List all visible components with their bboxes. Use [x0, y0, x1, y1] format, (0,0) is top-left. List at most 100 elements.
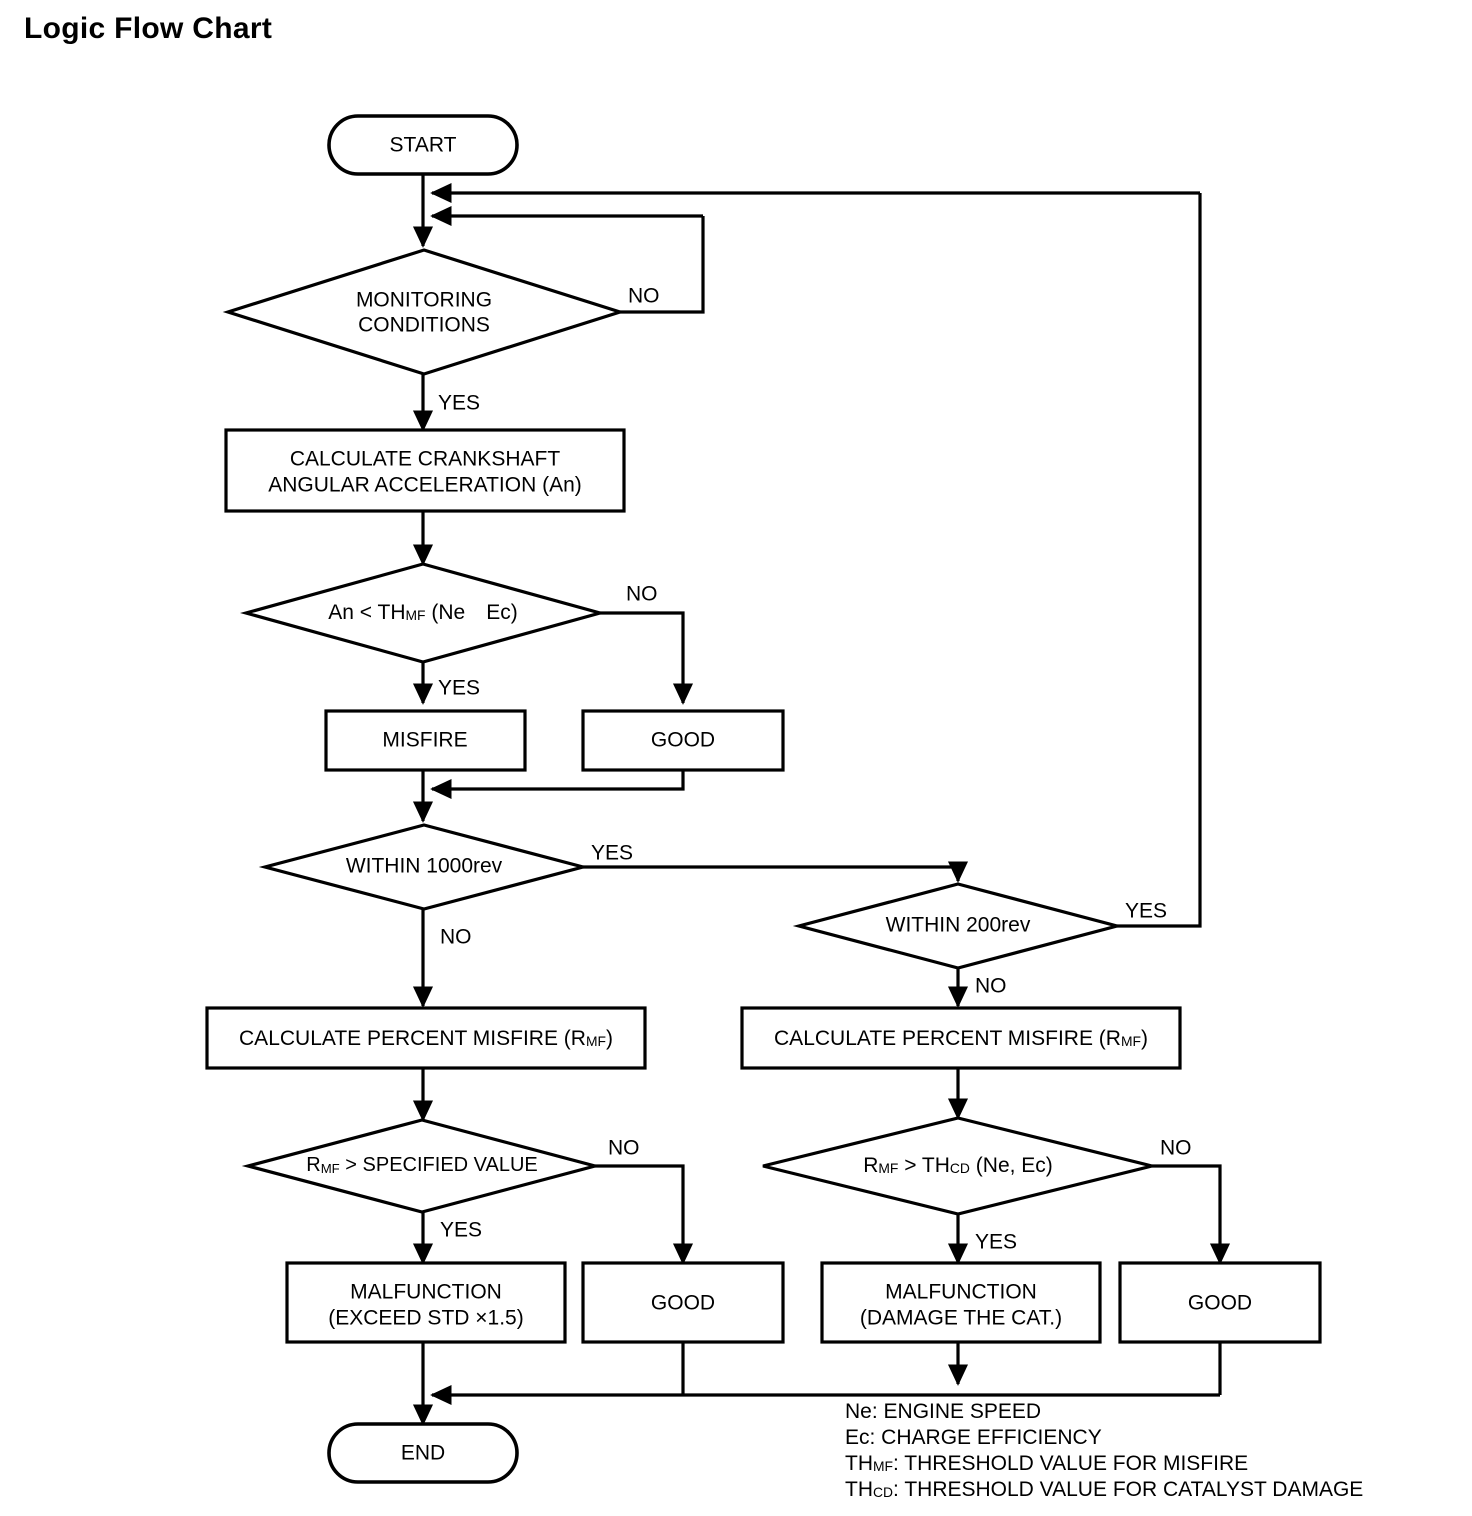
edge-label-rmfspec-yes: YES — [440, 1219, 482, 1242]
malfunction-exceed-std-line2: (EXCEED STD ×1.5) — [328, 1307, 523, 1330]
node-good-1[interactable]: GOOD — [581, 709, 785, 772]
edge-anlt-no — [600, 611, 694, 705]
edge-label-within200-no: NO — [975, 975, 1007, 998]
edge-within1000-yes — [583, 861, 969, 883]
rmf-gt-specified-label: RMF > SPECIFIED VALUE — [306, 1154, 538, 1176]
rmf-gt-thcd-label: RMF > THCD (Ne, Ec) — [863, 1154, 1053, 1177]
node-calculate-angular-acceleration[interactable]: CALCULATE CRANKSHAFT ANGULAR ACCELERATIO… — [224, 428, 626, 513]
an-lt-thmf-diamond — [240, 562, 606, 664]
edge-rmfspec-no — [595, 1164, 694, 1265]
node-malfunction-damage-cat[interactable]: MALFUNCTION (DAMAGE THE CAT.) — [820, 1261, 1102, 1344]
node-end[interactable]: END — [327, 1422, 519, 1484]
good-2-label: GOOD — [651, 1292, 715, 1315]
node-monitoring-conditions[interactable]: MONITORING CONDITIONS — [222, 248, 626, 376]
within-200rev-label: WITHIN 200rev — [886, 914, 1031, 937]
legend-line-4: THCD: THRESHOLD VALUE FOR CATALYST DAMAG… — [845, 1478, 1363, 1501]
good-1-box — [581, 709, 785, 772]
start-label: START — [390, 134, 457, 157]
malfunction-exceed-std-box — [285, 1261, 567, 1344]
an-lt-thmf-label-post: (Ne Ec) — [426, 601, 518, 624]
edge-label-layer: NO YES NO YES YES NO YES NO NO YES NO YE… — [438, 285, 1192, 1254]
legend-line-3: THMF: THRESHOLD VALUE FOR MISFIRE — [845, 1452, 1248, 1475]
legend-1-pre: Ne — [845, 1400, 872, 1423]
edge-label-rmfthcd-yes: YES — [975, 1231, 1017, 1254]
legend-4-sub: CD — [873, 1484, 893, 1500]
node-malfunction-exceed-std[interactable]: MALFUNCTION (EXCEED STD ×1.5) — [285, 1261, 567, 1344]
an-lt-thmf-label-pre: An < TH — [328, 601, 405, 624]
calc-percent-misfire-right-box — [740, 1006, 1182, 1070]
malfunction-damage-cat-line1: MALFUNCTION — [885, 1281, 1037, 1304]
malfunction-damage-cat-line2: (DAMAGE THE CAT.) — [860, 1307, 1062, 1330]
within-200rev-diamond — [792, 882, 1124, 970]
calc-pct-right-sub: MF — [1121, 1033, 1141, 1049]
malfunction-exceed-std-line1: MALFUNCTION — [350, 1281, 502, 1304]
start-terminator-shape — [327, 114, 519, 176]
calc-pct-left-pre: CALCULATE PERCENT MISFIRE (R — [239, 1027, 586, 1050]
node-good-3[interactable]: GOOD — [1118, 1261, 1322, 1344]
legend-3-post: : THRESHOLD VALUE FOR MISFIRE — [893, 1452, 1248, 1475]
edge-label-anlt-yes: YES — [438, 677, 480, 700]
rmf-gt-specified-diamond — [241, 1118, 602, 1214]
node-within-1000rev[interactable]: WITHIN 1000rev — [258, 823, 590, 911]
edge-good1-merge — [430, 770, 685, 800]
rmf-spec-sub: MF — [321, 1161, 340, 1176]
edge-label-moncond-yes: YES — [438, 392, 480, 415]
edge-label-moncond-no: NO — [628, 285, 660, 308]
node-calculate-percent-misfire-right[interactable]: CALCULATE PERCENT MISFIRE (RMF) — [740, 1006, 1182, 1070]
node-good-2[interactable]: GOOD — [581, 1261, 785, 1344]
node-calculate-percent-misfire-left[interactable]: CALCULATE PERCENT MISFIRE (RMF) — [205, 1006, 647, 1070]
edge-label-anlt-no: NO — [626, 583, 658, 606]
legend-2-post: : CHARGE EFFICIENCY — [870, 1426, 1102, 1449]
good-3-box — [1118, 1261, 1322, 1344]
node-an-lt-thmf[interactable]: An < THMF (Ne Ec) — [240, 562, 606, 664]
edge-label-within1000-yes: YES — [591, 842, 633, 865]
within-1000rev-label: WITHIN 1000rev — [346, 855, 503, 878]
connector-layer — [412, 174, 1231, 1426]
calc-angular-acceleration-line1: CALCULATE CRANKSHAFT — [290, 448, 560, 471]
rmf-gt-thcd-diamond — [762, 1116, 1153, 1216]
calc-pct-right-post: ) — [1141, 1027, 1148, 1050]
legend-1-post: : ENGINE SPEED — [872, 1400, 1041, 1423]
rmf-thcd-pre: R — [863, 1154, 878, 1177]
edge-label-within200-yes: YES — [1125, 900, 1167, 923]
monitoring-conditions-label-line2: CONDITIONS — [358, 314, 490, 337]
end-label: END — [401, 1442, 445, 1465]
misfire-label: MISFIRE — [382, 729, 467, 752]
legend: Ne: ENGINE SPEED Ec: CHARGE EFFICIENCY T… — [845, 1400, 1363, 1501]
good-3-label: GOOD — [1188, 1292, 1252, 1315]
misfire-box — [324, 709, 527, 772]
calc-pct-right-pre: CALCULATE PERCENT MISFIRE (R — [774, 1027, 1121, 1050]
good-1-label: GOOD — [651, 729, 715, 752]
calc-percent-misfire-left-box — [205, 1006, 647, 1070]
good-2-box — [581, 1261, 785, 1344]
calc-percent-misfire-left-label: CALCULATE PERCENT MISFIRE (RMF) — [239, 1027, 613, 1050]
edge-label-rmfthcd-no: NO — [1160, 1137, 1192, 1160]
node-misfire[interactable]: MISFIRE — [324, 709, 527, 772]
edge-rmfthcd-no — [1152, 1164, 1231, 1265]
edge-moncond-no — [620, 216, 705, 314]
rmf-thcd-post: > TH — [898, 1154, 950, 1177]
node-rmf-gt-specified-value[interactable]: RMF > SPECIFIED VALUE — [241, 1118, 602, 1214]
end-terminator-shape — [327, 1422, 519, 1484]
within-1000rev-diamond — [258, 823, 590, 911]
edge-within200-yes — [1117, 193, 1202, 928]
rmf-spec-pre: R — [306, 1154, 320, 1176]
an-lt-thmf-label: An < THMF (Ne Ec) — [328, 601, 517, 624]
rmf-thcd-sub2: CD — [950, 1160, 970, 1176]
legend-line-2: Ec: CHARGE EFFICIENCY — [845, 1426, 1102, 1449]
legend-2-pre: Ec — [845, 1426, 870, 1449]
edge-label-within1000-no: NO — [440, 926, 472, 949]
calc-angular-acceleration-box — [224, 428, 626, 513]
node-start[interactable]: START — [327, 114, 519, 176]
node-within-200rev[interactable]: WITHIN 200rev — [792, 882, 1124, 970]
an-lt-thmf-label-sub: MF — [406, 607, 426, 623]
edge-label-rmfspec-no: NO — [608, 1137, 640, 1160]
calc-pct-left-sub: MF — [586, 1033, 606, 1049]
malfunction-damage-cat-box — [820, 1261, 1102, 1344]
legend-3-sub: MF — [873, 1458, 893, 1474]
node-rmf-gt-thcd[interactable]: RMF > THCD (Ne, Ec) — [762, 1116, 1153, 1216]
page-title: Logic Flow Chart — [24, 12, 273, 45]
rmf-thcd-sub: MF — [878, 1160, 898, 1176]
